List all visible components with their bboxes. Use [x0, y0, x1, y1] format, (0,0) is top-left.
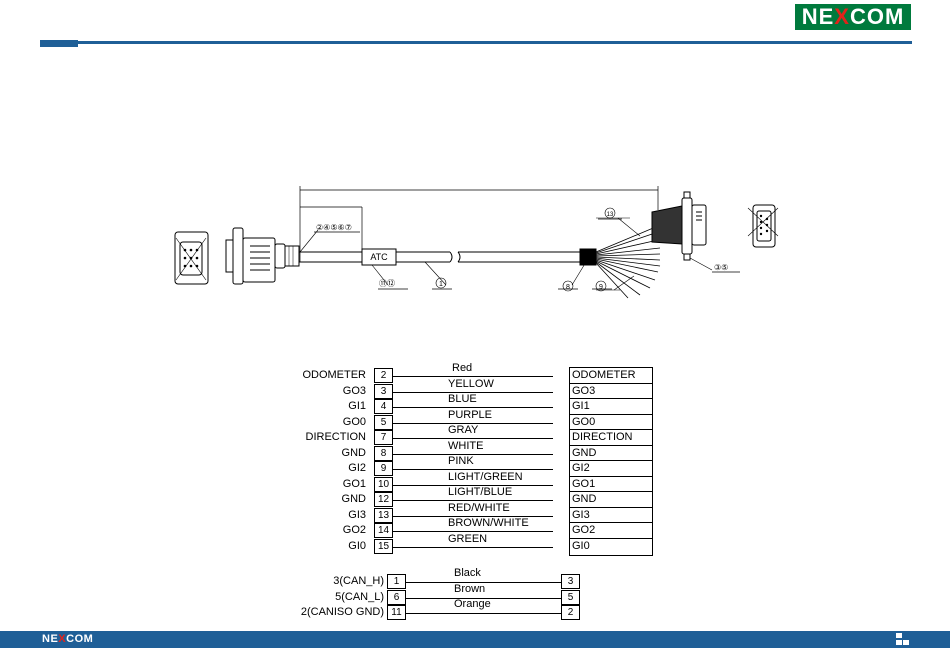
wire-line	[393, 407, 553, 408]
wiring-pin: 3	[374, 383, 393, 399]
wire-line	[393, 515, 553, 517]
wire-color-label: RED/WHITE	[448, 501, 510, 514]
wiring-signal-right: GO3	[570, 384, 652, 399]
wire-color-label: BLUE	[448, 393, 477, 405]
header-rule	[40, 41, 912, 44]
wire-line	[393, 546, 553, 548]
callout-11-12: ⑪⑫	[379, 279, 395, 288]
can-wire-line	[406, 613, 561, 614]
nexcom-logo: NEXCOM	[795, 4, 911, 30]
wiring-pin: 5	[374, 414, 393, 430]
wiring-pin: 13	[374, 507, 393, 523]
wiring-signal-right: GI3	[570, 508, 652, 523]
wire-line	[393, 453, 553, 455]
wiring-signal-right: GO0	[570, 415, 652, 430]
header-rule-accent	[40, 40, 78, 47]
wire-color-label: BROWN/WHITE	[448, 517, 529, 529]
atc-label: ATC	[370, 252, 388, 262]
wiring-pin: 9	[374, 461, 393, 476]
wiring-signal-left: GI0	[348, 539, 366, 552]
wiring-signal-right: GI2	[570, 461, 652, 477]
wire-color-label: PINK	[448, 455, 474, 467]
callout-3-5: ③⑤	[714, 263, 728, 272]
wire-color-label: PURPLE	[448, 408, 493, 421]
wiring-signal-left: GND	[341, 446, 366, 459]
wire-color-label: LIGHT/BLUE	[448, 486, 513, 498]
wiring-signal-left: DIRECTION	[305, 431, 367, 443]
wire-line	[393, 376, 553, 377]
wiring-signal-left: GO1	[342, 477, 366, 490]
wiring-signal-right: DIRECTION	[570, 430, 652, 446]
wire-line	[393, 422, 553, 424]
wire-line	[393, 438, 553, 439]
can-pin-left: 11	[387, 605, 406, 620]
wire-line	[393, 469, 553, 470]
callout-13: 13	[607, 212, 614, 218]
wiring-signal-left: GO0	[342, 415, 366, 428]
wiring-signal-left: GI2	[348, 462, 366, 474]
can-pin-right: 3	[561, 574, 580, 589]
wire-color-label: GREEN	[448, 532, 488, 545]
wire-line	[393, 500, 553, 501]
wire-color-label: YELLOW	[448, 377, 494, 390]
can-pin-left: 1	[387, 574, 406, 589]
wiring-pin: 4	[374, 399, 393, 414]
wiring-signal-left: ODOMETER	[302, 369, 366, 381]
can-signal-left: 5(CAN_L)	[335, 590, 384, 603]
can-wire-color-label: Black	[454, 567, 481, 579]
can-wire-color-label: Brown	[454, 582, 486, 595]
callout-1: 1	[439, 281, 443, 288]
can-signal-left: 2(CANISO GND)	[300, 606, 384, 618]
wiring-signal-left: GI1	[348, 400, 366, 412]
can-wire-line	[406, 582, 561, 583]
wiring-pin: 12	[374, 492, 393, 507]
footer-bar	[0, 631, 950, 648]
wiring-signal-right: GO1	[570, 477, 652, 492]
wire-line	[393, 391, 553, 393]
wiring-pin: 15	[374, 538, 393, 554]
wire-line	[393, 531, 553, 532]
can-pin-left: 6	[387, 589, 406, 605]
wiring-signal-right: ODOMETER	[570, 368, 652, 384]
cable-drawing: ②④⑤⑥⑦ ⑪⑫ 1 8 9 13 ③⑤ ATC	[174, 186, 779, 299]
callout-9: 9	[599, 284, 603, 291]
wiring-signal-right: GI1	[570, 399, 652, 415]
wiring-signal-right: GND	[570, 492, 652, 508]
wire-line	[393, 484, 553, 486]
wire-color-label: LIGHT/GREEN	[448, 470, 523, 483]
wiring-signal-right: GI0	[572, 539, 590, 552]
wiring-signal-left: GO3	[342, 384, 366, 397]
wiring-pin: 2	[374, 368, 393, 383]
can-wire-line	[406, 597, 561, 599]
callout-8: 8	[566, 284, 570, 291]
wire-color-label: Red	[452, 362, 473, 374]
wiring-pin: 8	[374, 445, 393, 461]
wiring-signal-left: GI3	[348, 508, 366, 521]
wiring-pin: 10	[374, 476, 393, 492]
wire-color-label: WHITE	[448, 439, 484, 452]
can-pin-right: 5	[561, 589, 580, 605]
footer-grid-icon	[896, 633, 910, 646]
wiring-signal-left: GO2	[342, 524, 366, 536]
can-pin-right: 2	[561, 605, 580, 620]
callout-2-7: ②④⑤⑥⑦	[316, 223, 352, 232]
wire-color-label: GRAY	[448, 424, 479, 436]
can-signal-left: 3(CAN_H)	[333, 575, 384, 587]
wiring-signal-left: GND	[341, 493, 366, 505]
wiring-signal-right: GND	[570, 446, 652, 461]
nexcom-footer-logo: NEXCOM	[42, 633, 94, 645]
can-wire-color-label: Orange	[454, 598, 491, 610]
wiring-pin: 14	[374, 523, 393, 538]
wiring-signal-right: GO2	[570, 523, 652, 539]
wiring-pin: 7	[374, 430, 393, 445]
